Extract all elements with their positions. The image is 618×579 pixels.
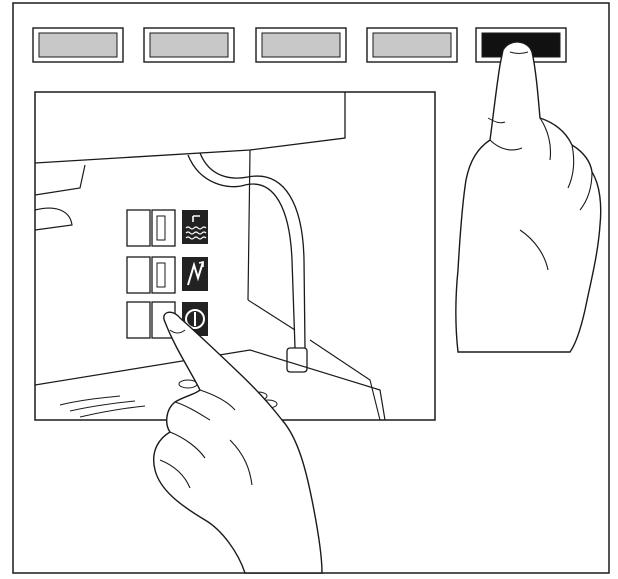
machine-top-edge [34, 92, 346, 164]
steam-nozzle-tip [286, 347, 308, 373]
machine-button-2[interactable] [126, 256, 176, 294]
panel-button-2[interactable] [143, 27, 235, 63]
panel-button-row [32, 27, 567, 63]
panel-button-1[interactable] [32, 27, 124, 63]
machine-button-1[interactable] [126, 209, 176, 247]
lightning-icon [182, 257, 208, 291]
inset-frame [34, 91, 436, 421]
water-wave-icon [182, 210, 208, 244]
panel-button-4[interactable] [366, 27, 458, 63]
machine-inset [34, 91, 436, 421]
machine-front-edge [247, 149, 251, 301]
panel-button-3[interactable] [255, 27, 347, 63]
hand-pressing-panel-button [455, 41, 602, 353]
steam-pipe-outer [187, 154, 296, 349]
hand-pressing-machine-button [153, 311, 323, 574]
drip-tray [34, 349, 386, 421]
left-nozzle [34, 207, 73, 231]
